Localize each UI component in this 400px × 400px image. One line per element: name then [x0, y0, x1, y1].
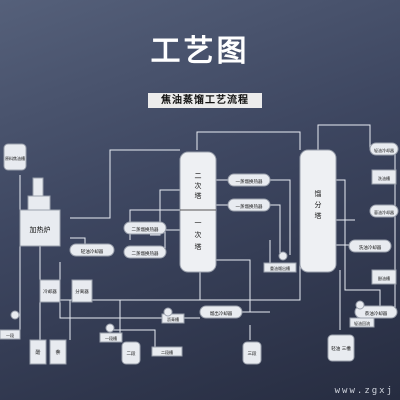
- hx-2-label: 二蒸馏换热器: [132, 250, 159, 257]
- two-tank-bottom-label: 二段槽: [161, 349, 173, 355]
- feed-tar-tank-label: 原料焦油槽: [5, 155, 25, 161]
- right-cooler-1-label: 轻油冷却器: [374, 147, 394, 153]
- small-box-2-label: 萘: [55, 349, 60, 356]
- light-oil-cooler-label: 轻油冷却器: [81, 248, 104, 255]
- pump-icon: [355, 300, 365, 310]
- mid-cooler-label: 馏出冷却器: [210, 310, 233, 317]
- heating-furnace: 加热炉: [19, 177, 61, 247]
- fractionating-tower: 馏 分 塔: [299, 149, 337, 273]
- secondary-tower: 二 次 塔 一 次 塔: [179, 151, 217, 273]
- pump-icon: [163, 307, 173, 317]
- vessels: 冷却器 分离器 酚 萘 二段 三段 轻油 三槽: [29, 279, 355, 365]
- dist-tower-char3: 塔: [315, 211, 322, 220]
- watermark: www.zgxj: [334, 386, 394, 396]
- right-cooler-3-label: 蒽油冷却器: [374, 209, 394, 215]
- right-bottom-label: 轻油回流: [354, 320, 370, 326]
- right-cooler-4-label: 萘油冷却器: [365, 310, 388, 317]
- pumps: [10, 251, 365, 333]
- tower-two-char3: 塔: [195, 191, 202, 200]
- water-cooler-2-label: 分离器: [75, 288, 89, 295]
- tower-one-char1: 一: [195, 219, 202, 227]
- right-cooler-2-label: 洗油冷却器: [359, 244, 382, 251]
- tank-mid-bottom2-label: 三段: [248, 350, 257, 357]
- dist-tower-char2: 分: [315, 200, 322, 209]
- water-cooler-1-label: 冷却器: [43, 288, 57, 295]
- one-tank-label: 一段槽: [105, 335, 117, 341]
- tags: 沥青槽 一段槽 二段槽 重油馏出槽 洗油槽 酚油槽 一段 轻油回流: [0, 169, 397, 357]
- pump-icon: [105, 323, 115, 333]
- heat-exchangers: 一蒸馏换热器 一蒸馏换热器 二蒸馏换热器 二蒸馏换热器 轻油冷却器 馏出冷却器 …: [69, 142, 399, 319]
- tower-one-char3: 塔: [195, 242, 202, 251]
- hx-3-label: 一蒸馏换热器: [236, 178, 263, 185]
- diagram-title: 焦油蒸馏工艺流程: [148, 93, 262, 108]
- pump-icon: [278, 251, 288, 261]
- tower-two-char2: 次: [195, 181, 202, 190]
- right-bottom-tank-label: 轻油 三槽: [331, 345, 351, 352]
- feed-tar-tank: 原料焦油槽: [3, 143, 27, 171]
- mid-pump-label: 重油馏出槽: [270, 265, 290, 271]
- hx-1-label: 二蒸馏换热器: [132, 226, 159, 233]
- right-tank-1-label: 洗油槽: [378, 175, 390, 181]
- pitch-pump-label: 沥青槽: [167, 316, 179, 322]
- tower-one-char2: 次: [195, 230, 202, 239]
- pump-icon: [10, 310, 20, 320]
- tank-a-label: 一段: [6, 332, 14, 338]
- tank-mid-bottom-label: 二段: [127, 350, 136, 357]
- furnace-label: 加热炉: [30, 225, 51, 234]
- dist-tower-char1: 馏: [315, 189, 322, 198]
- tower-two-char1: 二: [195, 172, 202, 180]
- hx-4-label: 一蒸馏换热器: [236, 203, 263, 210]
- page-title: 工艺图: [150, 34, 250, 69]
- right-tank-2-label: 酚油槽: [378, 275, 390, 281]
- small-box-1-label: 酚: [35, 349, 40, 356]
